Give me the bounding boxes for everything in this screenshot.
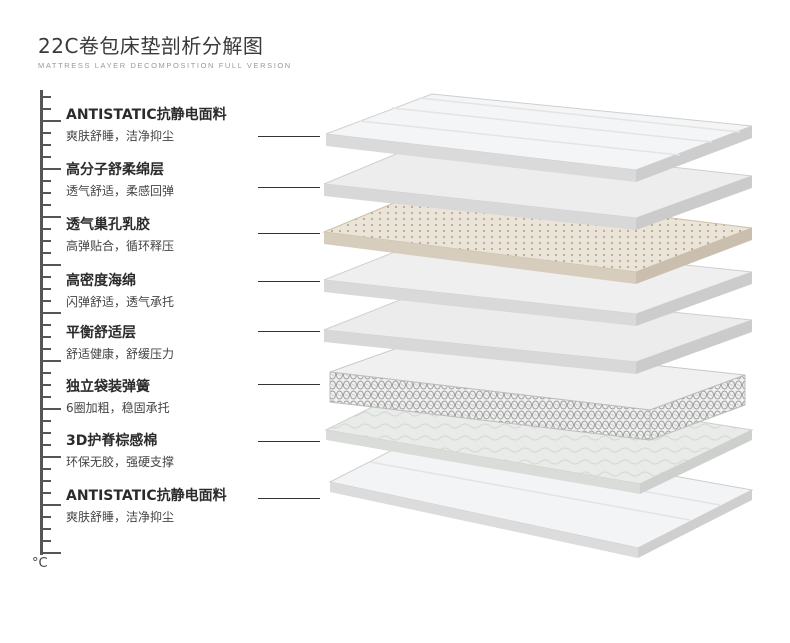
ruler-tick xyxy=(43,468,51,470)
ruler-tick xyxy=(43,288,51,290)
ruler-tick xyxy=(43,336,51,338)
layer-desc: 高弹贴合，循环释压 xyxy=(66,239,175,253)
ruler-tick xyxy=(43,384,51,386)
layer-desc: 6圈加粗，稳固承托 xyxy=(66,401,170,415)
layer-label-6: 独立袋装弹簧 6圈加粗，稳固承托 xyxy=(66,378,170,417)
layer-desc: 舒适健康，舒缓压力 xyxy=(66,347,175,361)
ruler-tick xyxy=(43,132,51,134)
ruler-tick xyxy=(43,408,61,410)
leader-line xyxy=(258,384,320,385)
layer-name: ANTISTATIC抗静电面料 xyxy=(66,107,227,123)
ruler-tick xyxy=(43,504,61,506)
ruler-tick xyxy=(43,300,51,302)
layer-desc: 透气舒适，柔感回弹 xyxy=(66,184,175,198)
ruler-bar xyxy=(40,90,43,555)
ruler-tick xyxy=(43,540,51,542)
leader-line xyxy=(258,281,320,282)
page-title: 22C卷包床垫剖析分解图 xyxy=(38,34,264,58)
layer-desc: 爽肤舒睡，洁净抑尘 xyxy=(66,129,175,143)
layer-name: 透气巢孔乳胶 xyxy=(66,217,150,233)
ruler-unit-label: °C xyxy=(32,556,48,571)
layer-latex xyxy=(322,187,753,284)
ruler-tick xyxy=(43,180,51,182)
ruler-tick xyxy=(43,432,51,434)
ruler-tick xyxy=(43,216,61,218)
layer-balance-comfort xyxy=(323,287,753,374)
leader-line xyxy=(258,441,320,442)
leader-line xyxy=(258,187,320,188)
ruler-tick xyxy=(43,420,51,422)
ruler-tick xyxy=(43,204,51,206)
ruler-tick xyxy=(43,444,51,446)
ruler-tick xyxy=(43,480,51,482)
layer-label-2: 高分子舒柔绵层 透气舒适，柔感回弹 xyxy=(66,161,174,200)
ruler-tick xyxy=(43,372,51,374)
ruler-tick xyxy=(43,324,51,326)
leader-line xyxy=(258,498,320,499)
ruler-tick xyxy=(43,528,51,530)
ruler-tick xyxy=(43,192,51,194)
ruler-tick xyxy=(43,108,51,110)
layer-desc: 环保无胶，强硬支撑 xyxy=(66,455,175,469)
layer-label-5: 平衡舒适层 舒适健康，舒缓压力 xyxy=(66,324,174,363)
layer-name: ANTISTATIC抗静电面料 xyxy=(66,488,227,504)
ruler-tick xyxy=(43,144,51,146)
ruler-tick xyxy=(43,240,51,242)
layer-name: 高分子舒柔绵层 xyxy=(66,162,164,178)
leader-line xyxy=(258,331,320,332)
ruler-tick xyxy=(43,312,61,314)
ruler-tick xyxy=(43,552,61,554)
ruler-tick xyxy=(43,264,61,266)
layer-name: 3D护脊棕感棉 xyxy=(66,433,158,449)
ruler-tick xyxy=(43,96,51,98)
layer-label-7: 3D护脊棕感棉 环保无胶，强硬支撑 xyxy=(66,432,174,471)
layer-label-4: 高密度海绵 闪弹舒适，透气承托 xyxy=(66,272,174,311)
ruler-tick xyxy=(43,252,51,254)
ruler-tick xyxy=(43,228,51,230)
leader-line xyxy=(258,233,320,234)
ruler-tick xyxy=(43,396,51,398)
layer-pocket-springs xyxy=(329,339,746,441)
ruler-tick xyxy=(43,516,51,518)
layer-label-3: 透气巢孔乳胶 高弹贴合，循环释压 xyxy=(66,216,174,255)
layer-name: 独立袋装弹簧 xyxy=(66,379,150,395)
ruler-tick xyxy=(43,156,51,158)
layer-desc: 爽肤舒睡，洁净抑尘 xyxy=(66,510,175,524)
page-subtitle: MATTRESS LAYER DECOMPOSITION FULL VERSIO… xyxy=(38,61,292,70)
layer-label-1: ANTISTATIC抗静电面料 爽肤舒睡，洁净抑尘 xyxy=(66,106,227,145)
ruler-tick xyxy=(43,276,51,278)
layer-top-fabric xyxy=(325,93,753,182)
ruler-tick xyxy=(43,348,51,350)
ruler-tick xyxy=(43,492,51,494)
leader-line xyxy=(258,136,320,137)
temperature-ruler xyxy=(36,90,66,560)
ruler-tick xyxy=(43,360,61,362)
layer-polymer-soft xyxy=(323,139,753,230)
ruler-tick xyxy=(43,456,61,458)
layer-name: 高密度海绵 xyxy=(66,273,136,289)
layer-name: 平衡舒适层 xyxy=(66,325,136,341)
ruler-tick xyxy=(43,168,61,170)
layer-bottom-fabric xyxy=(328,431,754,558)
ruler-tick xyxy=(43,120,61,122)
layer-label-8: ANTISTATIC抗静电面料 爽肤舒睡，洁净抑尘 xyxy=(66,487,227,526)
layer-desc: 闪弹舒适，透气承托 xyxy=(66,295,175,309)
